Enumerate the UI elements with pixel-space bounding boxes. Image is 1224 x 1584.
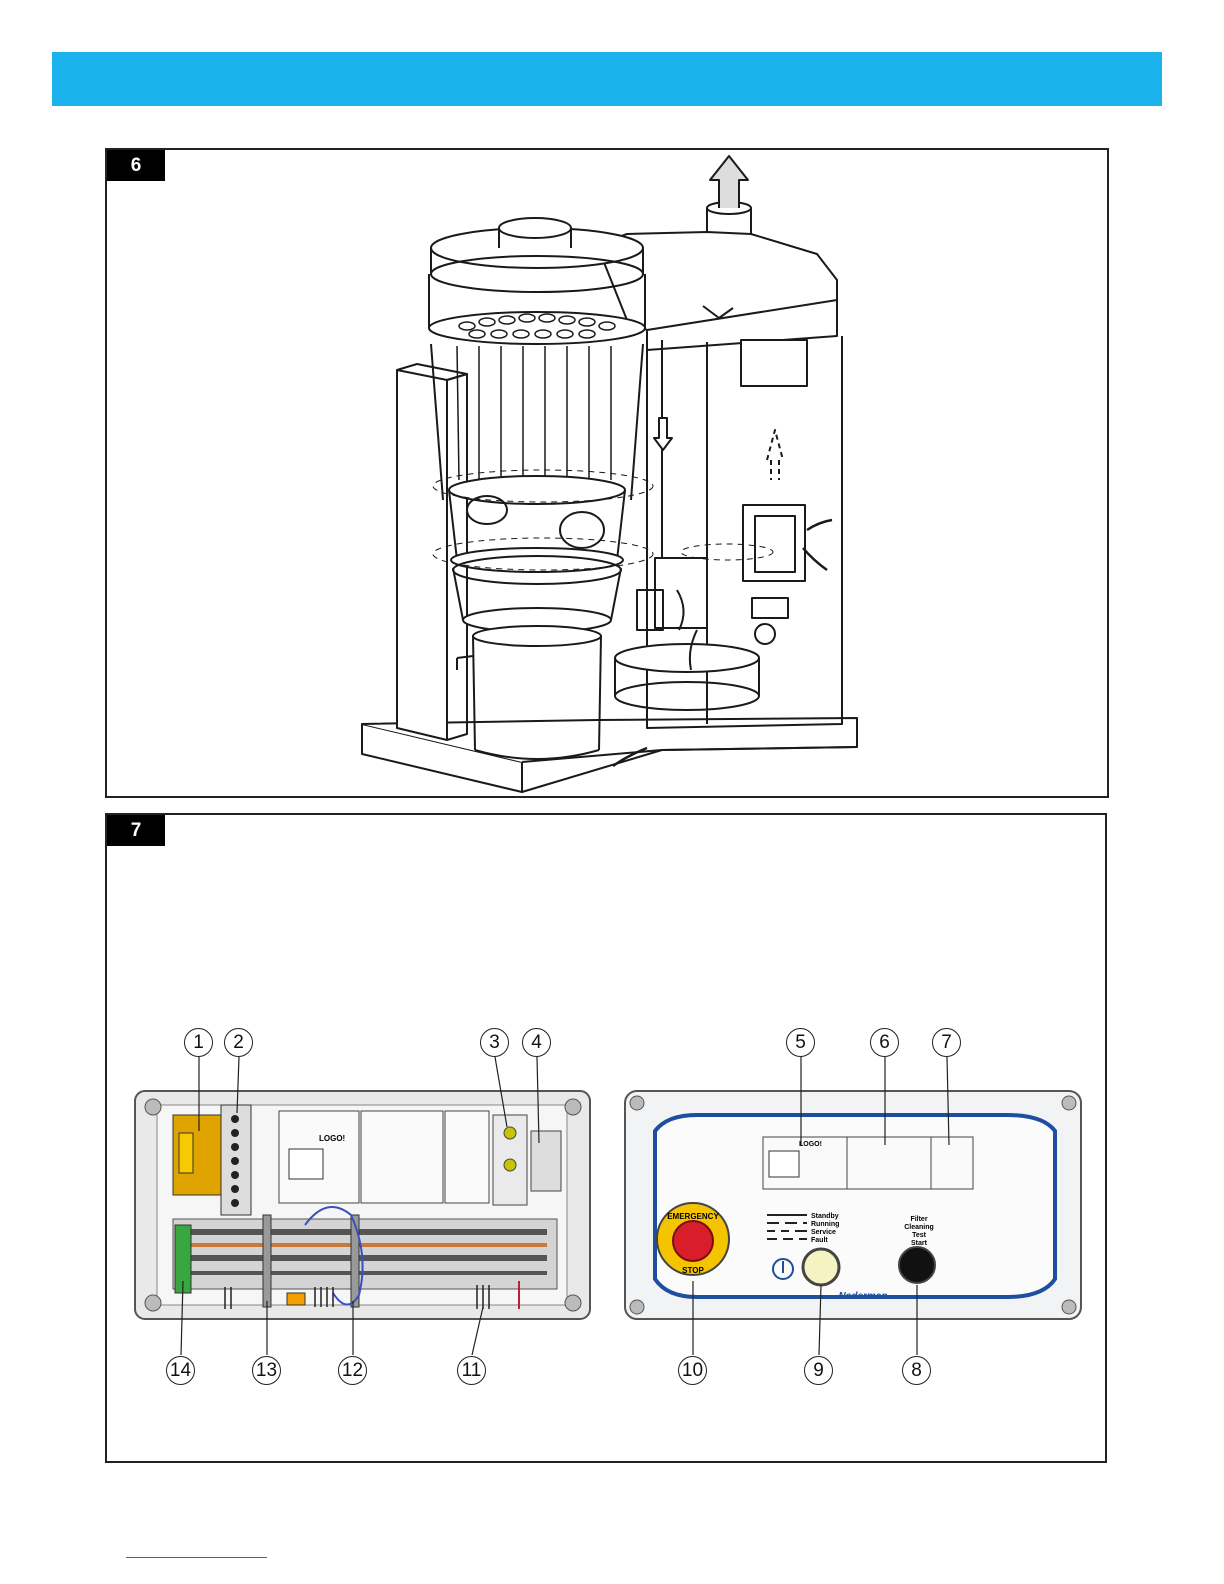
callout-1: 1 xyxy=(184,1028,213,1057)
figure-6-panel: 6 xyxy=(105,148,1109,798)
callout-11: 11 xyxy=(457,1356,486,1385)
svg-text:Running: Running xyxy=(811,1221,839,1228)
svg-text:Standby: Standby xyxy=(811,1213,839,1220)
callout-2: 2 xyxy=(224,1028,253,1057)
svg-text:LOGO!: LOGO! xyxy=(799,1141,822,1148)
svg-text:EMERGENCY: EMERGENCY xyxy=(667,1212,719,1221)
callout-4: 4 xyxy=(522,1028,551,1057)
svg-text:Filter: Filter xyxy=(910,1216,927,1223)
svg-text:Test: Test xyxy=(912,1232,927,1239)
footer-link-underline xyxy=(126,1557,267,1558)
callout-8: 8 xyxy=(902,1356,931,1385)
dust-collector-illustration xyxy=(107,150,1107,796)
header-bar xyxy=(52,52,1162,106)
callout-13: 13 xyxy=(252,1356,281,1385)
svg-text:LOGO!: LOGO! xyxy=(319,1134,345,1143)
emergency-stop-button[interactable] xyxy=(673,1221,713,1261)
callout-14: 14 xyxy=(166,1356,195,1385)
callout-5: 5 xyxy=(786,1028,815,1057)
filter-cleaning-button[interactable] xyxy=(899,1247,935,1283)
callout-7: 7 xyxy=(932,1028,961,1057)
svg-text:STOP: STOP xyxy=(682,1266,704,1275)
svg-text:Fault: Fault xyxy=(811,1237,828,1244)
figure-7-panel: 7 LOGO! xyxy=(105,813,1107,1463)
callout-9: 9 xyxy=(804,1356,833,1385)
electrical-cabinet-interior: LOGO! xyxy=(135,1091,590,1319)
svg-text:Service: Service xyxy=(811,1229,836,1236)
callout-10: 10 xyxy=(678,1356,707,1385)
svg-text:Nederman: Nederman xyxy=(839,1291,888,1302)
callout-6: 6 xyxy=(870,1028,899,1057)
callout-12: 12 xyxy=(338,1356,367,1385)
svg-text:Start: Start xyxy=(911,1240,928,1247)
callout-3: 3 xyxy=(480,1028,509,1057)
svg-text:Cleaning: Cleaning xyxy=(904,1224,934,1231)
status-lamp xyxy=(803,1249,839,1285)
